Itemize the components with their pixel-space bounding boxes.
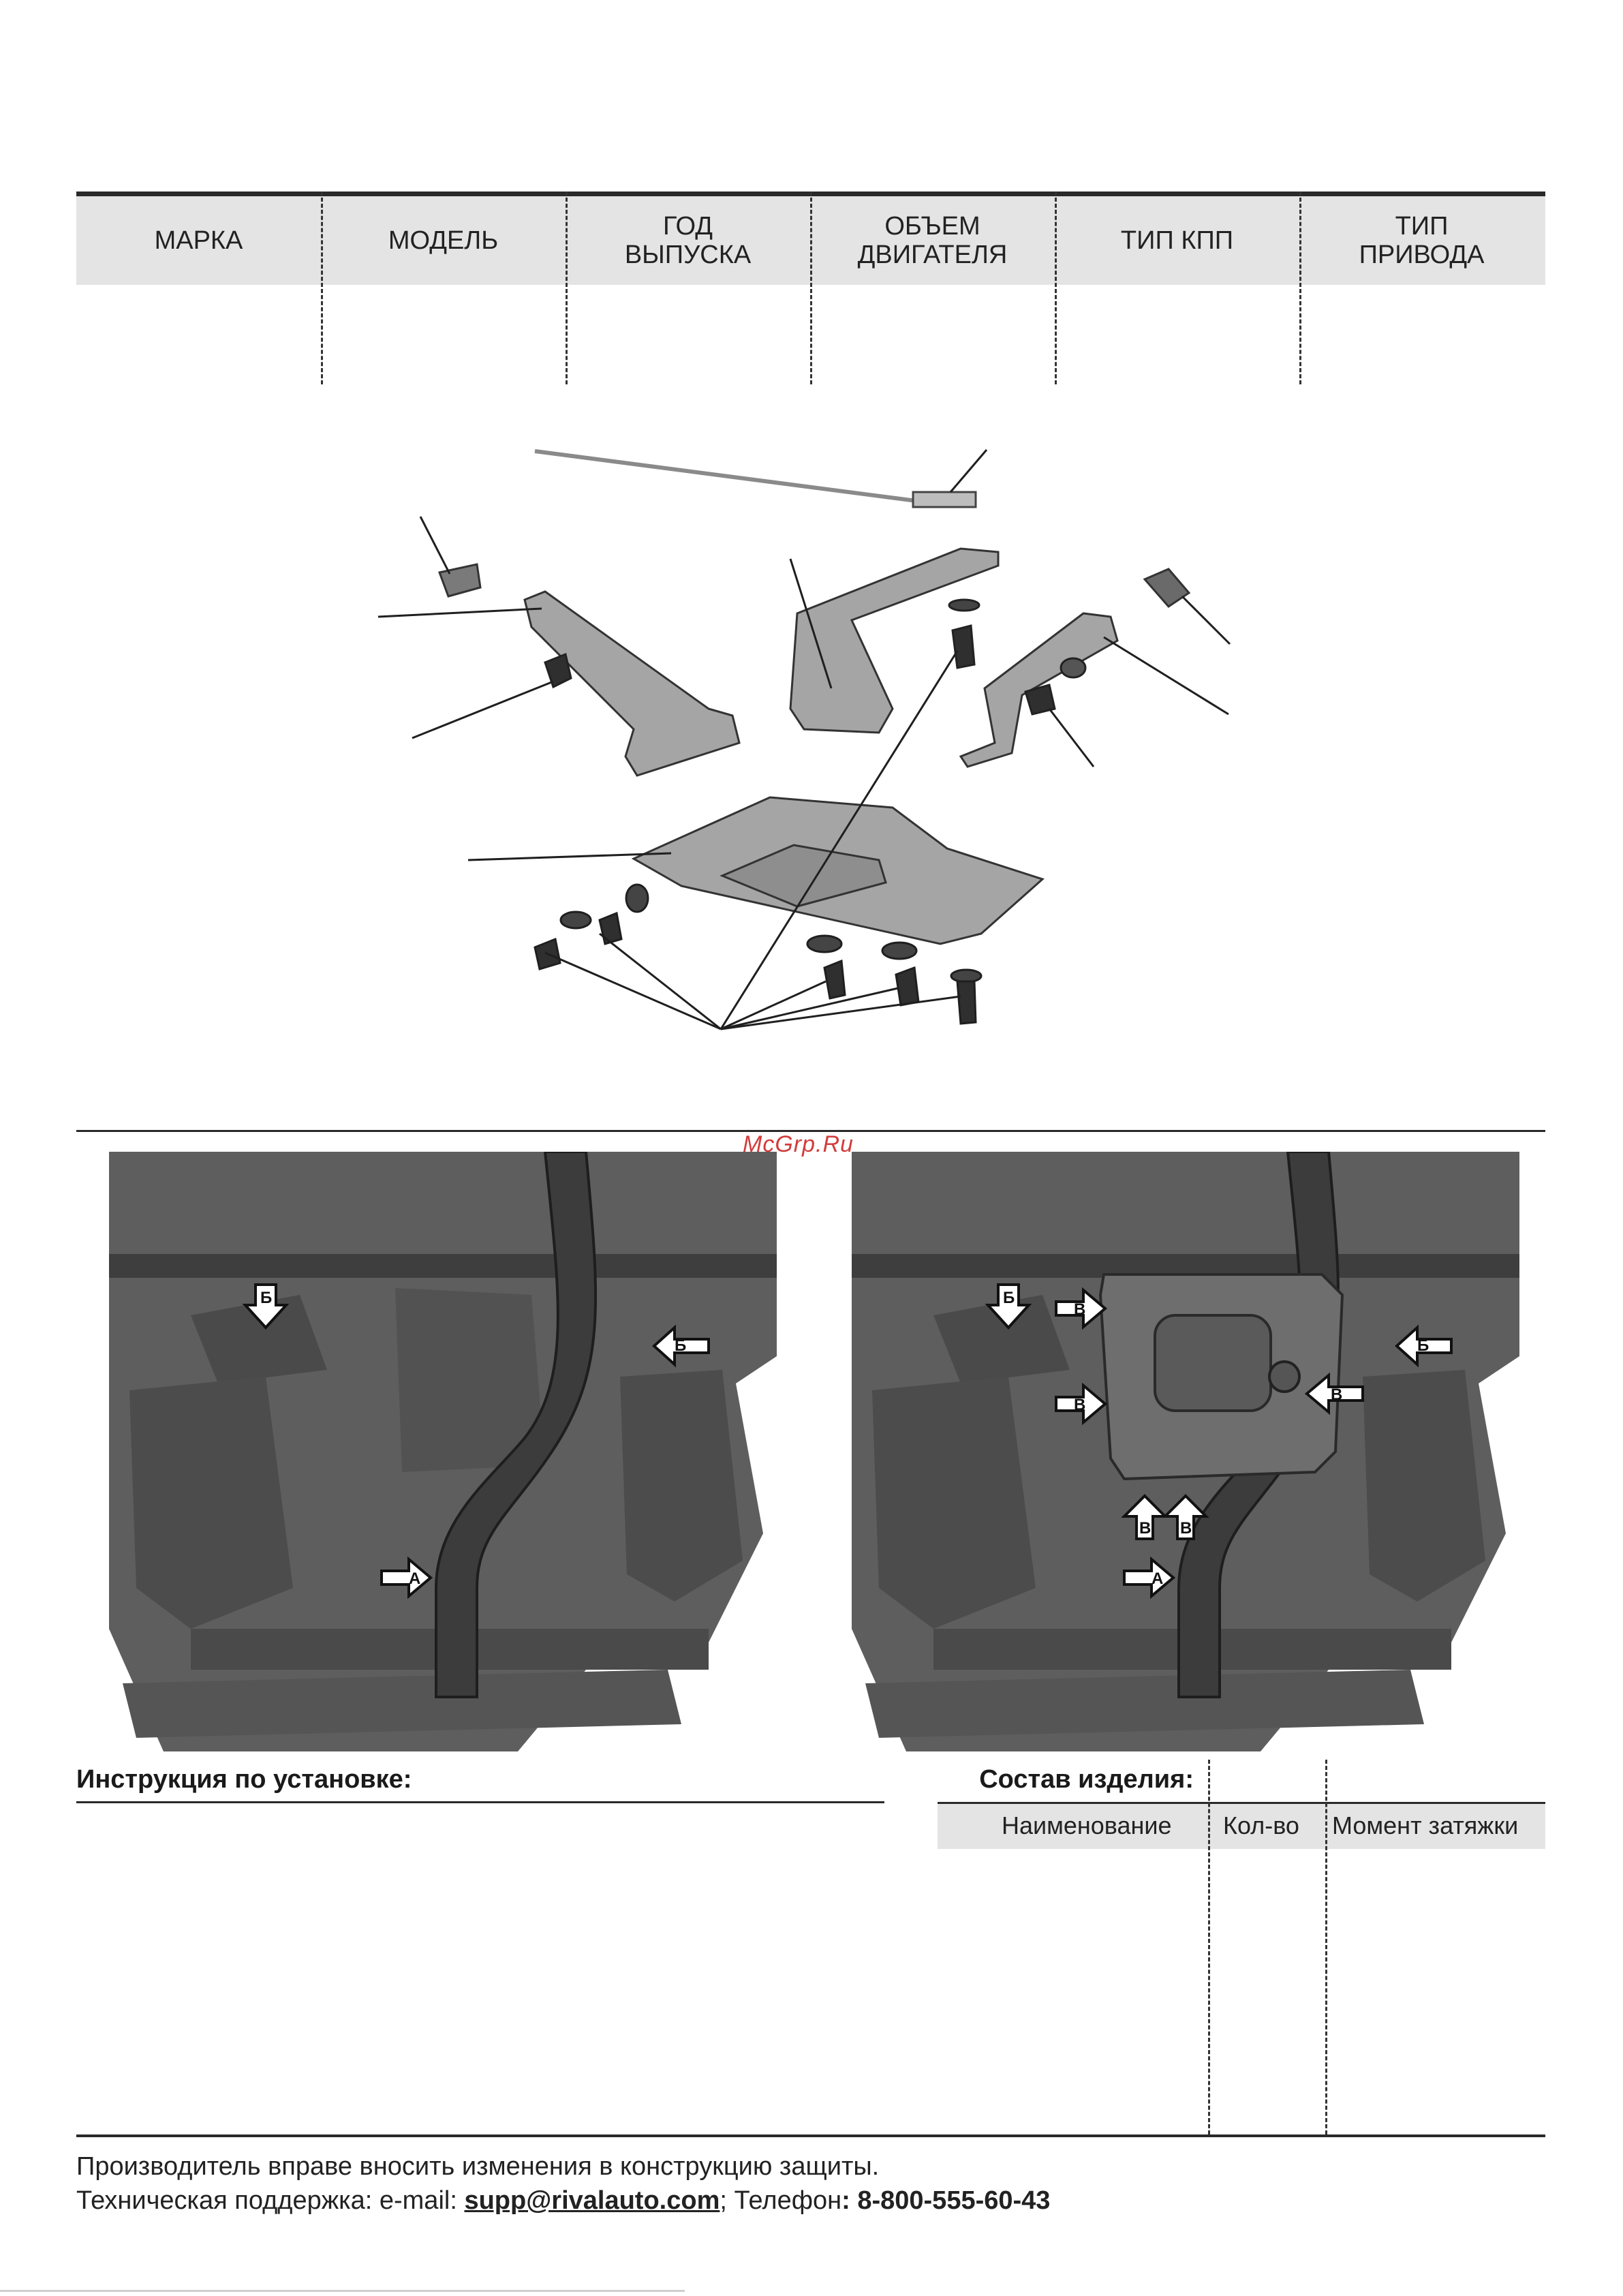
instructions-title: Инструкция по установке: (76, 1765, 412, 1794)
installation-photo-after: Б В В В Б В В А (852, 1152, 1519, 1751)
footer-support: Техническая поддержка: e-mail: supp@riva… (76, 2186, 1050, 2216)
page-bottom-rule (0, 2290, 685, 2292)
marker-a: А (1151, 1570, 1163, 1588)
footer-disclaimer: Производитель вправе вносить изменения в… (76, 2152, 880, 2181)
header-year: ГОД ВЫПУСКА (624, 212, 752, 269)
column-divider (810, 192, 812, 384)
marker-v: В (1074, 1396, 1085, 1414)
column-divider (1299, 192, 1301, 384)
header-engine: ОБЪЕМ ДВИГАТЕЛЯ (857, 212, 1008, 269)
marker-v: В (1139, 1519, 1151, 1537)
exploded-parts-diagram (377, 449, 1231, 1030)
phone-label: ; Телефон (720, 2186, 842, 2215)
footer-rule (76, 2134, 1545, 2137)
marker-v: В (1180, 1519, 1192, 1537)
column-divider (1325, 1760, 1327, 2134)
header-name: Наименование (1002, 1811, 1172, 1839)
section-divider (76, 1130, 1545, 1132)
composition-rule (938, 1802, 1545, 1804)
marker-v: В (1331, 1386, 1342, 1404)
instructions-rule (76, 1801, 884, 1803)
support-label: Техническая поддержка: e-mail: (76, 2186, 465, 2215)
marker-b: Б (260, 1289, 272, 1307)
marker-v: В (1074, 1300, 1085, 1319)
marker-b: Б (675, 1336, 686, 1355)
header-transmission: ТИП КПП (1120, 226, 1234, 255)
support-phone: : 8-800-555-60-43 (841, 2186, 1051, 2215)
header-brand: МАРКА (154, 226, 243, 255)
header-drive: ТИП ПРИВОДА (1359, 212, 1485, 269)
column-divider (1208, 1760, 1210, 2134)
composition-title: Состав изделия: (979, 1765, 1194, 1794)
column-divider (321, 192, 323, 384)
column-divider (566, 192, 568, 384)
marker-a: А (409, 1570, 420, 1588)
header-model: МОДЕЛЬ (388, 226, 499, 255)
header-torque: Момент затяжки (1332, 1811, 1519, 1839)
header-quantity: Кол-во (1223, 1811, 1299, 1839)
marker-b: Б (1003, 1289, 1015, 1307)
marker-b: Б (1417, 1336, 1429, 1355)
column-divider (1055, 192, 1057, 384)
composition-header (938, 1804, 1545, 1849)
support-email-link[interactable]: supp@rivalauto.com (464, 2186, 720, 2215)
installation-photo-before: Б Б А (109, 1152, 777, 1751)
